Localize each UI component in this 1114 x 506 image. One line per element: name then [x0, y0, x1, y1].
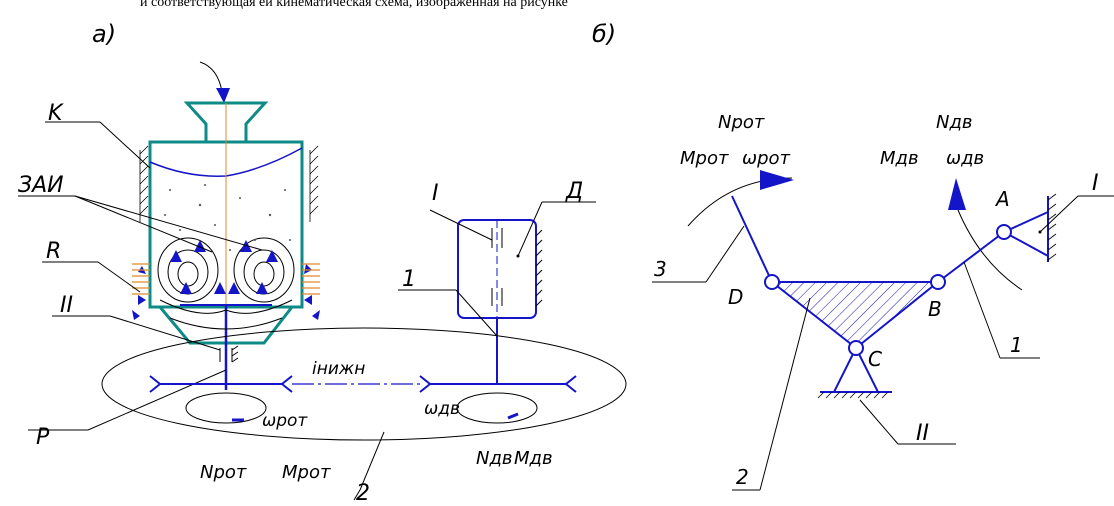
wall-hatching	[139, 145, 319, 222]
label-m-dv-left: Mдв	[514, 448, 553, 469]
arc-rot	[687, 177, 793, 227]
label-n-rot-left: Nрот	[200, 462, 247, 483]
base-ellipse	[101, 327, 627, 441]
label-1-right: 1	[1010, 333, 1023, 357]
label-n-dv-left: Nдв	[476, 448, 513, 469]
label-3-right: 3	[654, 257, 667, 281]
label-d: Д	[565, 179, 583, 204]
arc-dv-head	[948, 178, 966, 210]
label-zai: ЗАИ	[18, 173, 64, 198]
joints	[764, 224, 1012, 356]
rotation-dv	[456, 392, 538, 424]
label-p: P	[36, 425, 50, 450]
label-1-left: 1	[402, 267, 416, 292]
ground-i	[1047, 193, 1057, 261]
label-i-right: I	[1092, 171, 1099, 196]
label-r: R	[46, 239, 61, 264]
arc-dv	[957, 209, 1023, 291]
link-2-triangle	[769, 281, 941, 350]
rotation-rot	[185, 392, 267, 424]
label-n-dv-right: Nдв	[936, 112, 973, 133]
support-c-hatching	[817, 391, 889, 399]
leader-line-2-left	[353, 431, 385, 501]
label-2-right: 2	[736, 465, 749, 489]
label-m-rot-left: Mрот	[282, 462, 331, 483]
arc-rot-head	[760, 170, 794, 190]
label-b: B	[928, 297, 942, 321]
leader-lines-left	[18, 121, 263, 431]
rotation-dv-arrow	[507, 412, 519, 420]
label-omega-rot-left: ωрот	[262, 411, 308, 431]
header-text: и соответствующая ей кинематическая схем…	[140, 0, 568, 10]
label-ii-left: II	[60, 293, 73, 318]
leader-lines-right	[652, 195, 1114, 491]
label-n-rot-right: Nрот	[718, 112, 765, 133]
label-2-left: 2	[356, 481, 370, 506]
leader-lines-motor	[398, 201, 596, 337]
label-i-left: I	[432, 181, 439, 206]
bearing-ii	[219, 345, 239, 363]
motor-bearings	[491, 228, 543, 307]
linkage	[731, 195, 1049, 283]
panel-label-b: б)	[592, 20, 616, 48]
label-omega-rot-right: ωрот	[742, 148, 791, 169]
particles	[164, 184, 291, 251]
gear-train	[149, 375, 577, 393]
label-c: C	[868, 347, 882, 371]
panel-label-a: а)	[92, 20, 116, 48]
label-ii-right: II	[916, 421, 929, 446]
label-m-rot-right: Mрот	[680, 148, 729, 169]
label-k: K	[48, 101, 64, 126]
feed-arrow	[199, 61, 223, 93]
label-a: A	[994, 187, 1010, 211]
feed-arrow-head	[216, 88, 230, 103]
label-i-lower: iнижн	[312, 359, 365, 379]
heater-r	[132, 263, 320, 295]
label-omega-dv-left: ωдв	[424, 399, 460, 419]
label-omega-dv-right: ωдв	[946, 148, 984, 169]
label-m-dv-right: Mдв	[880, 148, 919, 169]
label-d-right: D	[728, 285, 743, 309]
